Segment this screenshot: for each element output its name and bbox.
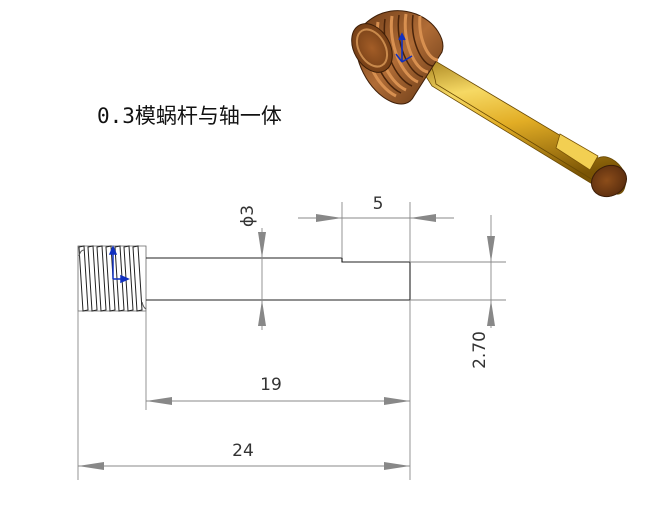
dimension-labels: ϕ3 5 2.70 19 24	[232, 194, 490, 461]
dimension-arrows	[78, 214, 495, 470]
shaft-flat-3d	[555, 133, 599, 171]
dim-flat-depth-label: 2.70	[470, 331, 490, 369]
shaft-3d-body	[408, 45, 626, 195]
worm-3d	[351, 10, 444, 105]
dim-total-length-label: 24	[232, 441, 254, 461]
origin-triad-3d	[395, 32, 413, 63]
side-view	[77, 245, 411, 312]
drawing-title: 0.3模蜗杆与轴一体	[97, 104, 282, 128]
origin-triad-2d	[108, 245, 130, 284]
shaft-2d	[146, 257, 411, 301]
dim-shaft-length-label: 19	[260, 375, 282, 395]
dim-diameter-label: ϕ3	[238, 205, 258, 227]
shaft-end-face	[590, 164, 628, 198]
dimension-lines	[77, 202, 506, 480]
worm-2d-threads	[78, 245, 147, 312]
dim-flat-length-label: 5	[373, 194, 384, 214]
isometric-view	[351, 10, 628, 198]
